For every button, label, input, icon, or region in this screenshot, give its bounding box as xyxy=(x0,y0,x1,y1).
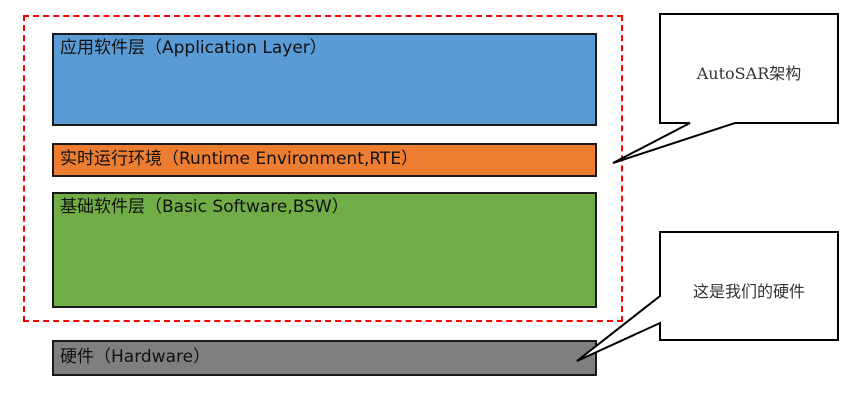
callout-hardware-text: 这是我们的硬件 xyxy=(692,282,805,301)
bsw-layer: 基础软件层（Basic Software,BSW） xyxy=(52,192,597,308)
rte-layer-label: 实时运行环境（Runtime Environment,RTE） xyxy=(60,149,419,169)
application-layer-label: 应用软件层（Application Layer） xyxy=(60,38,327,58)
application-layer: 应用软件层（Application Layer） xyxy=(52,33,597,126)
bsw-layer-label: 基础软件层（Basic Software,BSW） xyxy=(60,197,349,217)
autosar-boundary-frame xyxy=(23,15,623,322)
hardware-layer-label: 硬件（Hardware） xyxy=(60,347,211,367)
callout-autosar-text: AutoSAR架构 xyxy=(696,64,802,83)
rte-layer: 实时运行环境（Runtime Environment,RTE） xyxy=(52,143,597,177)
callout-hardware-shape xyxy=(576,231,839,362)
callout-autosar-shape xyxy=(612,13,839,164)
hardware-layer: 硬件（Hardware） xyxy=(52,340,597,376)
